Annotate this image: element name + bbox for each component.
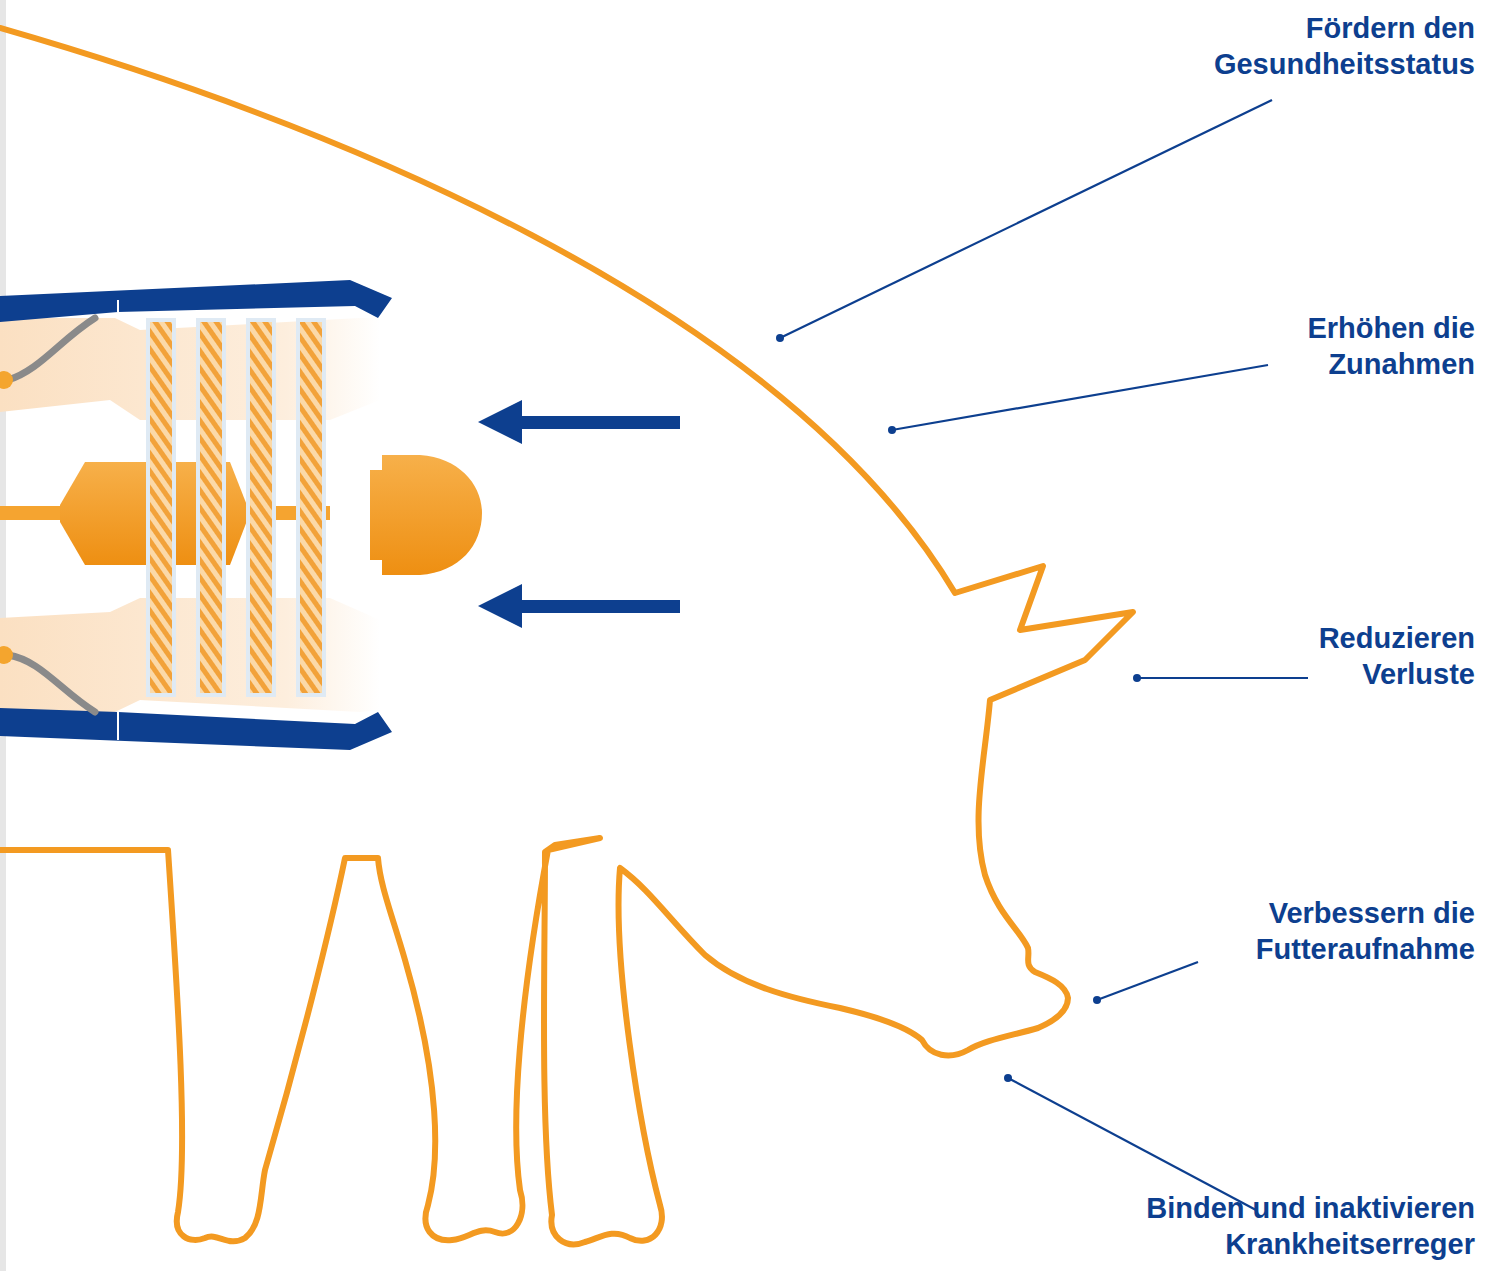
fan-blade [298,320,324,695]
airflow-arrows [478,400,680,628]
fan-blades [148,320,324,695]
pig-outline [0,28,1133,1244]
callout-label: Fördern den Gesundheitsstatus [1145,10,1475,83]
fan-blade [148,320,174,695]
callout-label: Erhöhen die Zunahmen [1235,310,1475,383]
callout-label: Binden und inaktivieren Krankheitserrege… [935,1190,1475,1263]
fan-blade [248,320,274,695]
callout-label: Reduzieren Verluste [1275,620,1475,693]
fan-blade [198,320,224,695]
leader-lines [776,100,1308,1210]
callout-label: Verbessern die Futteraufnahme [1175,895,1475,968]
jet-engine [0,280,482,750]
